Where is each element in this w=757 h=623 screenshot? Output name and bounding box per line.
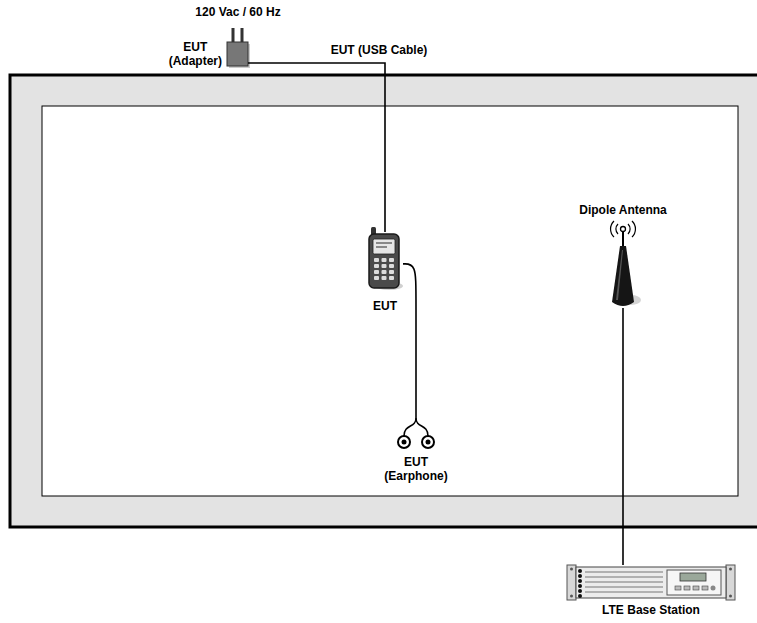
chamber-floor: [42, 106, 738, 496]
adapter-symbol: [227, 28, 250, 68]
device-label: Dipole Antenna: [579, 203, 667, 217]
device-label: EUT (Earphone): [384, 455, 447, 483]
device-label: LTE Base Station: [602, 603, 700, 617]
base-station-symbol: [567, 565, 735, 600]
device-label: EUT (Adapter): [169, 40, 222, 68]
phone-node: EUT: [367, 232, 403, 290]
cable-line: [248, 63, 385, 232]
earphone-symbol: [398, 418, 434, 448]
chamber-wall: [10, 75, 757, 527]
base-station-node: LTE Base Station: [567, 565, 735, 600]
cable-label: EUT (USB Cable): [329, 43, 430, 57]
adapter-node: EUT (Adapter): [227, 42, 248, 66]
power-label: 120 Vac / 60 Hz: [195, 5, 280, 19]
antenna-symbol: [611, 221, 641, 306]
device-label: EUT: [373, 299, 397, 313]
phone-symbol: [369, 227, 403, 290]
cable-line: [403, 264, 416, 418]
cable-line: [622, 308, 624, 565]
earphone-node: EUT (Earphone): [396, 418, 436, 450]
antenna-node: Dipole Antenna: [607, 220, 639, 308]
